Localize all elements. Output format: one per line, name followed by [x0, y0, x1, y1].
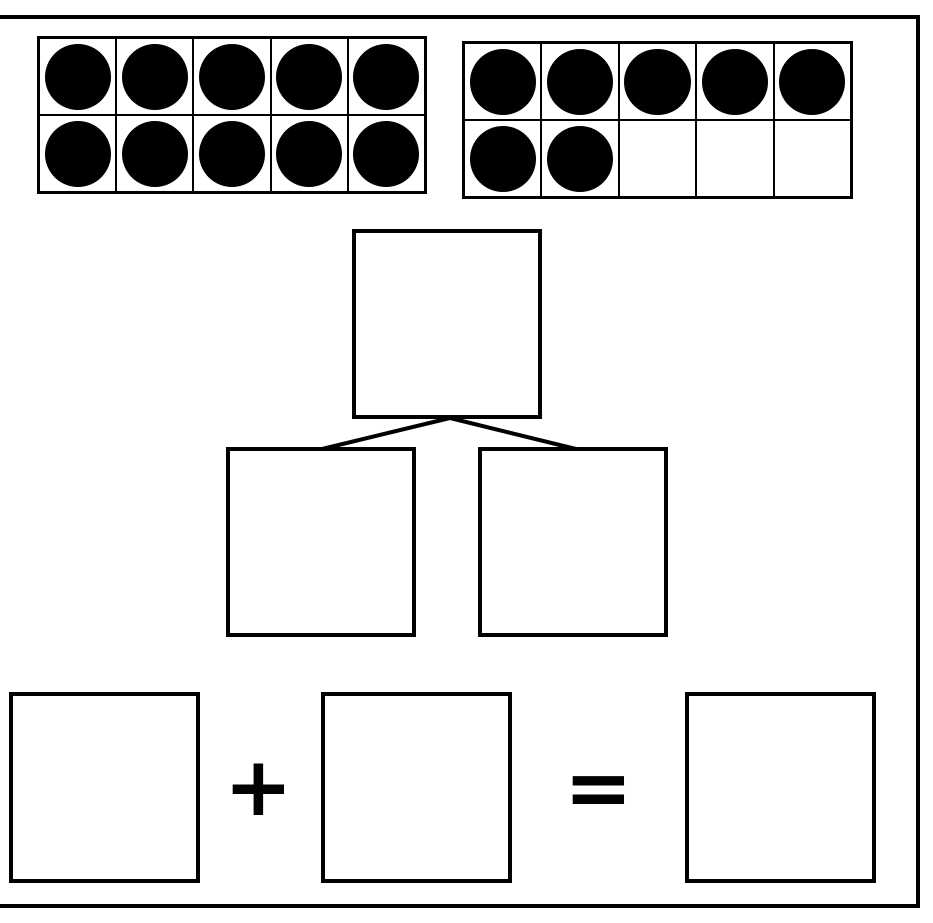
connector-left — [317, 416, 451, 452]
counter-dot — [276, 43, 343, 110]
ten-frame-cell — [193, 38, 271, 115]
ten-frame-cell — [541, 120, 619, 197]
sum-box[interactable] — [685, 692, 876, 883]
counter-dot — [198, 43, 266, 110]
ten-frame-cell — [618, 43, 697, 120]
counter-dot — [198, 120, 266, 187]
ten-frame-right — [462, 41, 853, 199]
ten-frame-cell — [541, 43, 619, 120]
ten-frame-cell — [116, 38, 194, 115]
number-bond-whole-box[interactable] — [352, 229, 542, 419]
ten-frame-cell — [193, 115, 271, 192]
counter-dot — [353, 43, 420, 110]
ten-frame-cell — [696, 120, 774, 197]
ten-frame-cell — [116, 115, 194, 192]
counter-dot — [353, 120, 420, 187]
ten-frame-cell — [39, 115, 117, 192]
ten-frame-cell — [270, 115, 348, 192]
number-bond-part-right-box[interactable] — [478, 447, 668, 637]
counter-dot — [779, 48, 846, 115]
ten-frame-cell — [773, 120, 851, 197]
counter-dot — [701, 48, 769, 115]
counter-dot — [546, 125, 614, 192]
counter-dot — [469, 48, 536, 115]
counter-dot — [276, 120, 343, 187]
counter-dot — [121, 43, 188, 110]
worksheet-frame — [0, 15, 920, 908]
addend-1-box[interactable] — [9, 692, 200, 883]
equals-sign: = — [564, 741, 633, 836]
ten-frame-left — [37, 36, 427, 194]
counter-dot — [44, 43, 111, 110]
number-bond-part-left-box[interactable] — [226, 447, 416, 637]
counter-dot — [624, 48, 691, 115]
ten-frame-cell — [464, 43, 542, 120]
ten-frame-cell — [347, 115, 425, 192]
ten-frame-cell — [464, 120, 542, 197]
connector-right — [449, 416, 581, 452]
ten-frame-cell — [773, 43, 851, 120]
ten-frame-cell — [270, 38, 348, 115]
counter-dot — [469, 125, 536, 192]
ten-frame-cell — [618, 120, 697, 197]
counter-dot — [44, 120, 111, 187]
addend-2-box[interactable] — [321, 692, 512, 883]
ten-frame-cell — [39, 38, 117, 115]
ten-frame-cell — [696, 43, 774, 120]
counter-dot — [121, 120, 188, 187]
counter-dot — [546, 48, 614, 115]
plus-sign: + — [224, 740, 293, 835]
ten-frame-cell — [347, 38, 425, 115]
